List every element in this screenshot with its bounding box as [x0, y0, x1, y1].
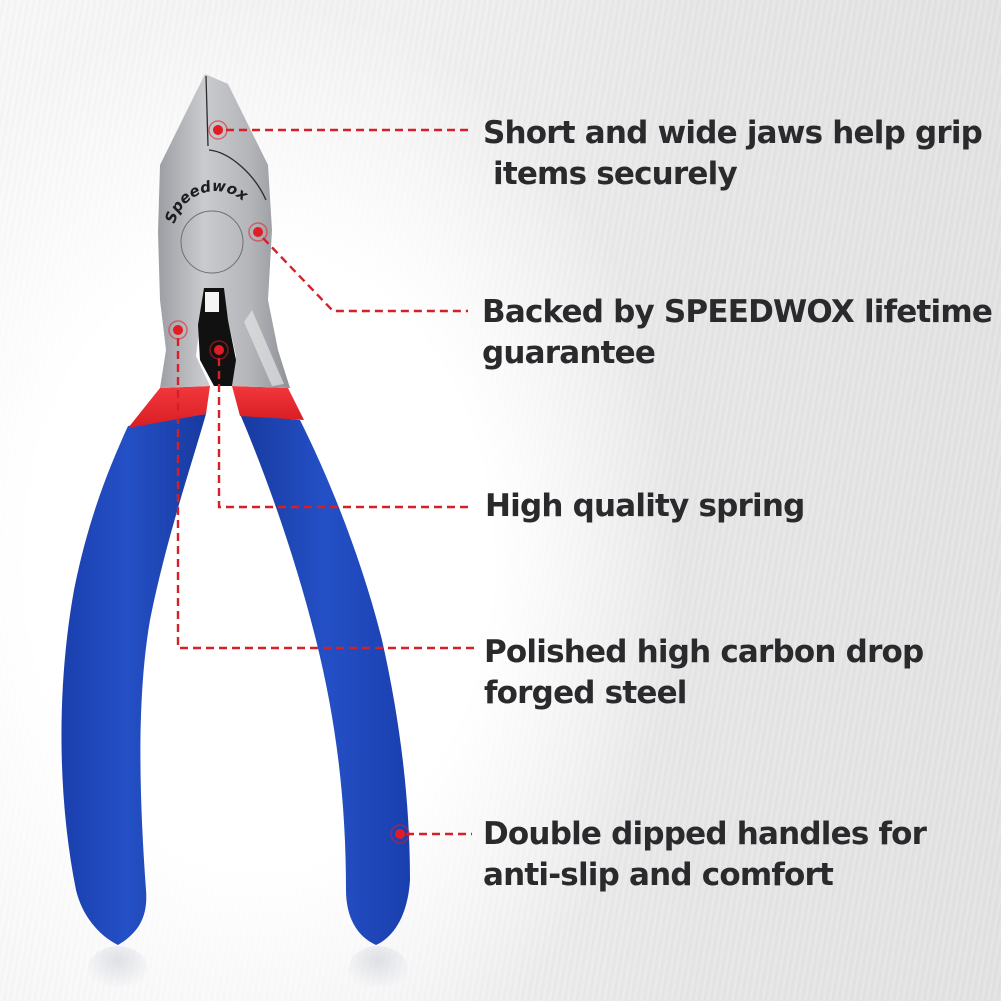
left-handle	[61, 414, 206, 945]
target-dot-icon	[248, 222, 268, 242]
callout-steel: Polished high carbon drop forged steel	[484, 632, 924, 714]
pliers-head	[158, 74, 290, 388]
leader-line-guarantee	[262, 237, 468, 313]
right-handle	[240, 414, 410, 945]
callout-guarantee-line-2: guarantee	[482, 335, 656, 371]
callout-steel-line-2: forged steel	[484, 675, 687, 711]
target-dot-icon	[390, 824, 410, 844]
callout-handles-line-2: anti-slip and comfort	[483, 857, 834, 893]
handle-reflections	[88, 946, 408, 994]
target-dot-icon	[168, 320, 188, 340]
callout-jaws-line-1: Short and wide jaws help grip	[483, 115, 983, 151]
callout-guarantee: Backed by SPEEDWOX lifetime guarantee	[482, 292, 993, 374]
callout-spring-line-1: High quality spring	[485, 488, 805, 524]
left-collar	[128, 386, 210, 428]
leader-line-spring	[217, 358, 468, 509]
target-dot-icon	[208, 120, 228, 140]
callout-jaws: Short and wide jaws help grip items secu…	[483, 113, 983, 195]
callout-steel-line-1: Polished high carbon drop	[484, 634, 924, 670]
callout-guarantee-line-1: Backed by SPEEDWOX lifetime	[482, 294, 993, 330]
jaw-gap	[198, 288, 236, 386]
callout-jaws-line-2: items securely	[483, 156, 738, 192]
leader-line-steel	[176, 338, 475, 650]
callout-handles: Double dipped handles for anti-slip and …	[483, 814, 927, 896]
callout-handles-line-1: Double dipped handles for	[483, 816, 927, 852]
right-collar	[232, 386, 304, 420]
callout-spring: High quality spring	[485, 486, 805, 527]
target-dot-icon	[209, 340, 229, 360]
